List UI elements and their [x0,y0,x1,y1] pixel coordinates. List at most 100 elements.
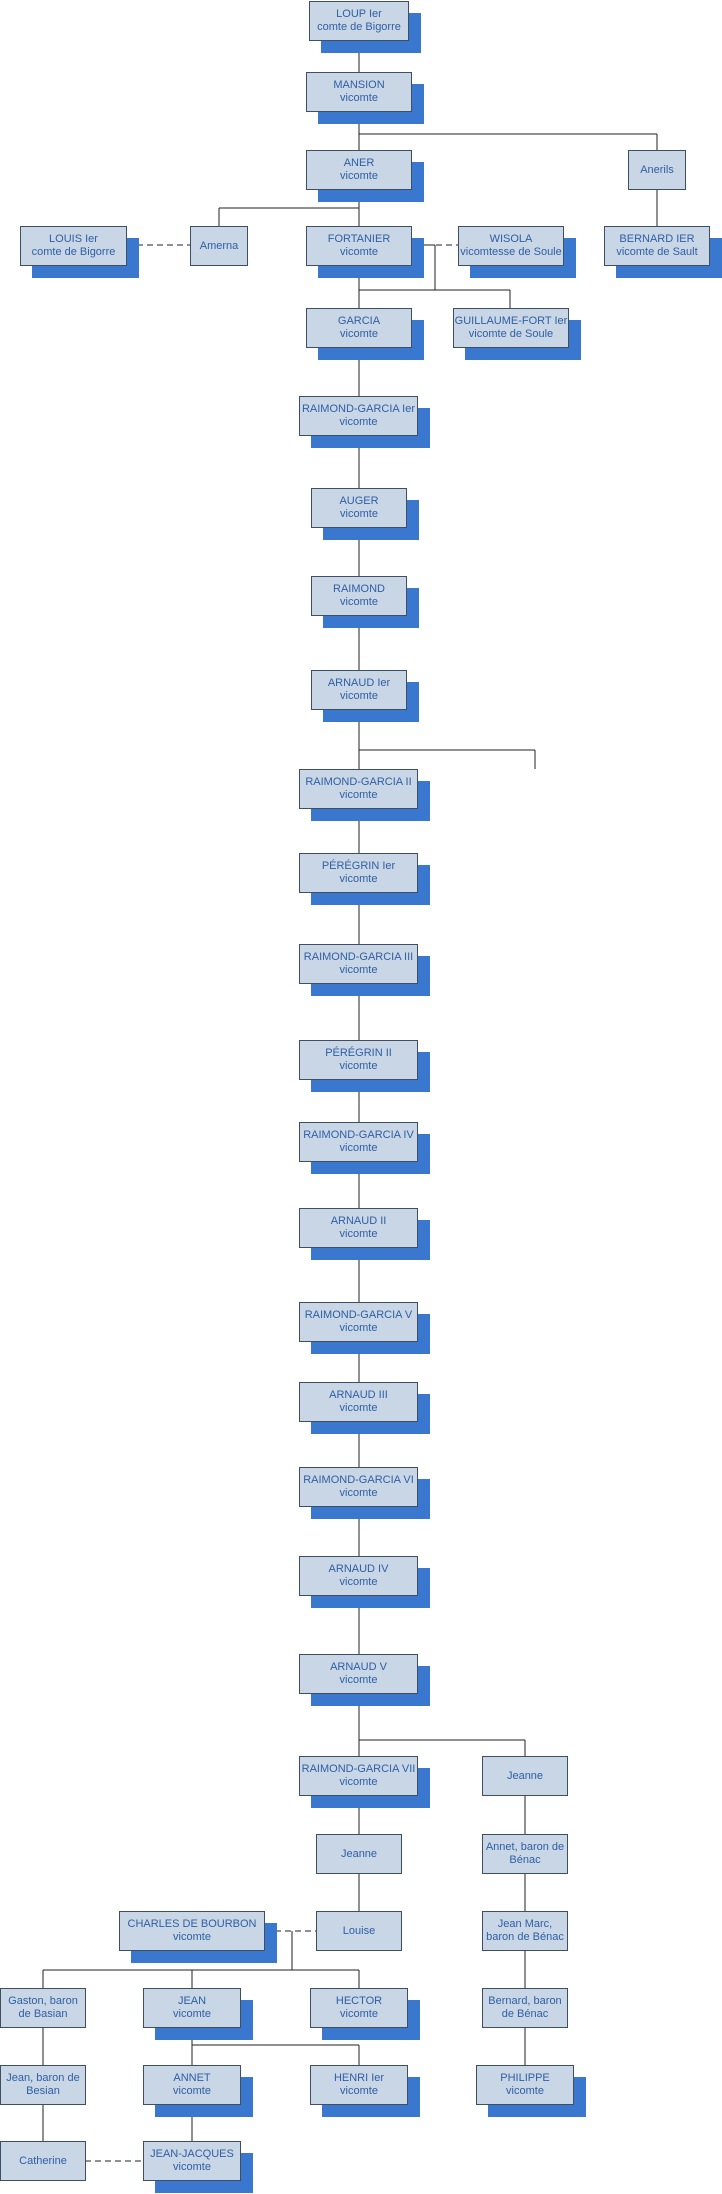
person-name: Catherine [19,2154,67,2167]
person-name: GARCIA [337,315,381,327]
person-title: vicomte de Sault [616,246,698,258]
person-anerils: Anerils [628,150,686,190]
person-title: vicomte [173,2085,211,2097]
person-name: AUGER [339,495,379,507]
person-jeanne-right: Jeanne [482,1756,568,1796]
person-name: ANNET [173,2072,211,2084]
person-name: Jean Marc, [497,1918,553,1930]
person-name: RAIMOND-GARCIA II [305,776,412,788]
person-name: FORTANIER [327,233,391,245]
person-name: JEAN-JACQUES [150,2148,234,2160]
person-title: comte de Bigorre [31,246,116,258]
person-catherine: Catherine [0,2141,86,2181]
person-louise: Louise [316,1911,402,1951]
person-name: Jeanne [506,1769,544,1782]
person-name: RAIMOND-GARCIA VI [303,1474,414,1486]
person-name: Gaston, baron [8,1995,78,2007]
person-title: de Basian [18,2008,68,2020]
person-name: PHILIPPE [500,2072,550,2084]
person-title: Besian [26,2085,60,2097]
person-name: Anerils [640,163,674,176]
person-name: LOUIS Ier [49,233,98,245]
person-name: ARNAUD IV [328,1563,389,1575]
person-title: vicomte [339,789,378,801]
person-name: ANER [343,157,375,169]
person-name: PÉRÉGRIN Ier [321,860,396,872]
person-title: vicomte de Soule [468,328,554,340]
person-title: vicomte [339,1228,378,1240]
person-name: Louise [342,1924,376,1937]
person-name: WISOLA [489,233,533,245]
person-name: Amerna [199,239,239,252]
person-title: vicomtesse de Soule [460,246,562,258]
person-title: vicomte [340,508,378,520]
person-title: vicomte [339,964,378,976]
person-name: MANSION [333,79,385,91]
person-title: vicomte [339,416,378,428]
person-title: vicomte [339,1674,378,1686]
person-title: comte de Bigorre [317,21,401,33]
person-amerna: Amerna [190,226,248,266]
person-name: LOUP Ier [336,8,382,20]
person-name: ARNAUD V [330,1661,387,1673]
person-title: vicomte [340,2008,378,2020]
person-title: vicomte [340,690,378,702]
person-title: vicomte [339,1060,378,1072]
person-title: de Bénac [501,2008,549,2020]
person-name: RAIMOND-GARCIA III [303,951,414,963]
person-jean-marc: Jean Marc,baron de Bénac [482,1911,568,1951]
person-name: PÉRÉGRIN II [325,1047,392,1059]
person-name: RAIMOND-GARCIA IV [303,1129,414,1141]
person-name: Jean, baron de [6,2072,80,2084]
person-title: vicomte [340,170,378,182]
person-name: Annet, baron de [485,1841,565,1853]
person-name: RAIMOND-GARCIA V [304,1309,413,1321]
person-title: vicomte [173,2161,211,2173]
person-name: ARNAUD II [330,1215,387,1227]
person-name: RAIMOND-GARCIA Ier [301,403,416,415]
person-name: HECTOR [335,1995,383,2007]
person-title: vicomte [339,1402,378,1414]
person-name: HENRI Ier [333,2072,385,2084]
person-title: vicomte [339,1576,378,1588]
person-title: vicomte [340,2085,378,2097]
person-name: RAIMOND-GARCIA VII [301,1763,416,1775]
person-name: ARNAUD Ier [327,677,391,689]
person-name: Jeanne [340,1847,378,1860]
person-name: GUILLAUME-FORT Ier [454,315,568,327]
person-name: ARNAUD III [329,1389,388,1401]
person-title: vicomte [340,92,378,104]
person-title: baron de Bénac [486,1931,564,1943]
person-title: vicomte [339,1487,378,1499]
person-name: Bernard, baron [488,1995,562,2007]
person-title: Bénac [509,1854,541,1866]
